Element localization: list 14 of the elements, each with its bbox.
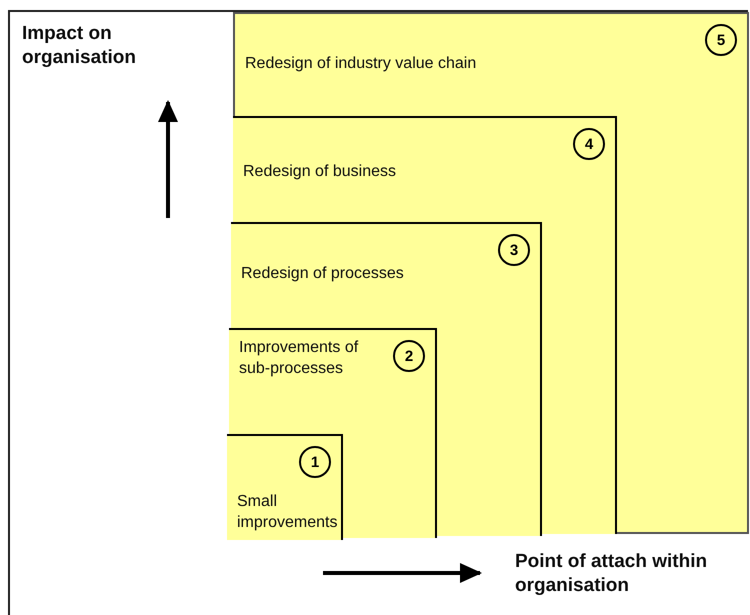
axis-label: Impact on organisation <box>22 22 138 70</box>
stage-number-circle: 3 <box>498 234 530 266</box>
nested-stage-box <box>229 328 437 538</box>
stage-number-circle: 2 <box>393 340 425 372</box>
stage-label: Small improvements <box>237 492 338 534</box>
stage-label: Redesign of industry value chain <box>245 54 478 74</box>
stage-number-circle: 4 <box>573 128 605 160</box>
stage-label: Redesign of processes <box>241 264 405 284</box>
stage-number-circle: 5 <box>705 24 737 56</box>
stage-number-circle: 1 <box>299 446 331 478</box>
axis-label: Point of attach within organisation <box>515 550 708 598</box>
stage-label: Improvements of sub-processes <box>239 338 360 379</box>
nested-stage-box <box>227 434 343 540</box>
stage-label: Redesign of business <box>243 162 397 182</box>
